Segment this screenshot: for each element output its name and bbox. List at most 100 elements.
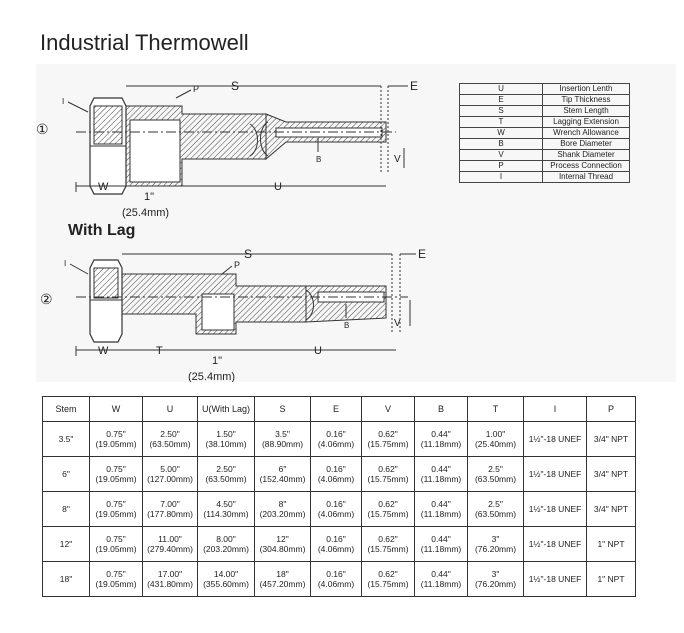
label-U-2: U — [314, 345, 322, 357]
cell-w: 0.75"(19.05mm) — [89, 456, 143, 492]
cell-p: 3/4" NPT — [586, 421, 636, 457]
label-W-1: W — [98, 181, 109, 193]
thermowell-drawings: ① S E P I — [36, 79, 426, 382]
label-B-2: B — [344, 321, 349, 330]
header-e: E — [310, 396, 362, 422]
label-P-2: P — [234, 260, 240, 270]
label-P-1: P — [193, 84, 199, 94]
internal-thread-1 — [93, 105, 123, 145]
label-U-1: U — [274, 181, 282, 193]
page-title: Industrial Thermowell — [40, 30, 249, 55]
table-row: 12" 0.75"(19.05mm) 11.00"(279.40mm) 8.00… — [42, 526, 636, 562]
diagram-1-number: ① — [36, 121, 49, 137]
thread-bore-2 — [201, 293, 235, 331]
header-u: U — [142, 396, 198, 422]
internal-thread-2 — [93, 267, 119, 299]
cell-u: 2.50"(63.50mm) — [142, 421, 198, 457]
label-S-2: S — [244, 247, 252, 261]
thread-bore-1 — [129, 119, 181, 183]
header-i: I — [523, 396, 587, 422]
cell-i: 1½"-18 UNEF — [523, 561, 587, 597]
label-W-2: W — [98, 345, 109, 357]
cell-u-with-lag: 14.00"(355.60mm) — [197, 561, 255, 597]
label-E-1: E — [410, 79, 418, 93]
cell-b: 0.44"(11.18mm) — [414, 561, 468, 597]
cell-i: 1½"-18 UNEF — [523, 421, 587, 457]
cell-u: 11.00"(279.40mm) — [142, 526, 198, 562]
dim-inch-2: 1" — [212, 355, 222, 367]
spec-header-row: Stem W U U(With Lag) S E V B T I P — [42, 396, 636, 422]
cell-e: 0.16"(4.06mm) — [310, 456, 362, 492]
cell-b: 0.44"(11.18mm) — [414, 456, 468, 492]
header-p: P — [586, 396, 636, 422]
cell-i: 1½"-18 UNEF — [523, 526, 587, 562]
cell-stem: 3.5" — [42, 421, 90, 457]
cell-t: 1.00"(25.40mm) — [467, 421, 524, 457]
cell-v: 0.62"(15.75mm) — [361, 526, 415, 562]
diagram-1: ① S E P I — [36, 79, 418, 219]
cell-p: 1" NPT — [586, 526, 636, 562]
label-I-1: I — [62, 97, 64, 106]
cell-v: 0.62"(15.75mm) — [361, 456, 415, 492]
cell-s: 6"(152.40mm) — [254, 456, 311, 492]
label-I-2: I — [64, 259, 66, 268]
cell-s: 12"(304.80mm) — [254, 526, 311, 562]
dim-mm-2: (25.4mm) — [188, 371, 235, 382]
cell-v: 0.62"(15.75mm) — [361, 421, 415, 457]
cell-t: 3"(76.20mm) — [467, 526, 524, 562]
cell-b: 0.44"(11.18mm) — [414, 526, 468, 562]
cell-stem: 12" — [42, 526, 90, 562]
cell-w: 0.75"(19.05mm) — [89, 421, 143, 457]
cell-i: 1½"-18 UNEF — [523, 491, 587, 527]
cell-u-with-lag: 2.50"(63.50mm) — [197, 456, 255, 492]
table-row: 8" 0.75"(19.05mm) 7.00"(177.80mm) 4.50"(… — [42, 491, 636, 527]
table-row: 18" 0.75"(19.05mm) 17.00"(431.80mm) 14.0… — [42, 561, 636, 597]
cell-u-with-lag: 8.00"(203.20mm) — [197, 526, 255, 562]
cell-p: 3/4" NPT — [586, 491, 636, 527]
cell-e: 0.16"(4.06mm) — [310, 421, 362, 457]
header-w: W — [89, 396, 143, 422]
cell-s: 8"(203.20mm) — [254, 491, 311, 527]
label-E-2: E — [418, 247, 426, 261]
cell-t: 2.5"(63.50mm) — [467, 491, 524, 527]
cell-b: 0.44"(11.18mm) — [414, 491, 468, 527]
cell-t: 3"(76.20mm) — [467, 561, 524, 597]
dim-inch-1: 1" — [144, 191, 154, 203]
cell-u: 17.00"(431.80mm) — [142, 561, 198, 597]
dim-mm-1: (25.4mm) — [122, 207, 169, 219]
diagram-2: ② S E P I B V — [40, 247, 426, 382]
cell-p: 3/4" NPT — [586, 456, 636, 492]
cell-u: 5.00"(127.00mm) — [142, 456, 198, 492]
cell-e: 0.16"(4.06mm) — [310, 561, 362, 597]
header-stem: Stem — [42, 396, 90, 422]
header-b: B — [414, 396, 468, 422]
cell-stem: 8" — [42, 491, 90, 527]
cell-v: 0.62"(15.75mm) — [361, 561, 415, 597]
cell-u-with-lag: 4.50"(114.30mm) — [197, 491, 255, 527]
break-line-1 — [249, 121, 269, 157]
label-V-1: V — [394, 154, 401, 165]
cell-w: 0.75"(19.05mm) — [89, 561, 143, 597]
cell-s: 18"(457.20mm) — [254, 561, 311, 597]
cell-p: 1" NPT — [586, 561, 636, 597]
spec-table: Stem W U U(With Lag) S E V B T I P 3.5" … — [42, 396, 636, 597]
with-lag-title: With Lag — [68, 222, 136, 239]
cell-u: 7.00"(177.80mm) — [142, 491, 198, 527]
cell-w: 0.75"(19.05mm) — [89, 491, 143, 527]
cell-e: 0.16"(4.06mm) — [310, 491, 362, 527]
cell-u-with-lag: 1.50"(38.10mm) — [197, 421, 255, 457]
header-v: V — [361, 396, 415, 422]
label-T-2: T — [156, 345, 163, 357]
cell-i: 1½"-18 UNEF — [523, 456, 587, 492]
cell-b: 0.44"(11.18mm) — [414, 421, 468, 457]
cell-t: 2.5"(63.50mm) — [467, 456, 524, 492]
table-row: 3.5" 0.75"(19.05mm) 2.50"(63.50mm) 1.50"… — [42, 421, 636, 457]
header-s: S — [254, 396, 311, 422]
